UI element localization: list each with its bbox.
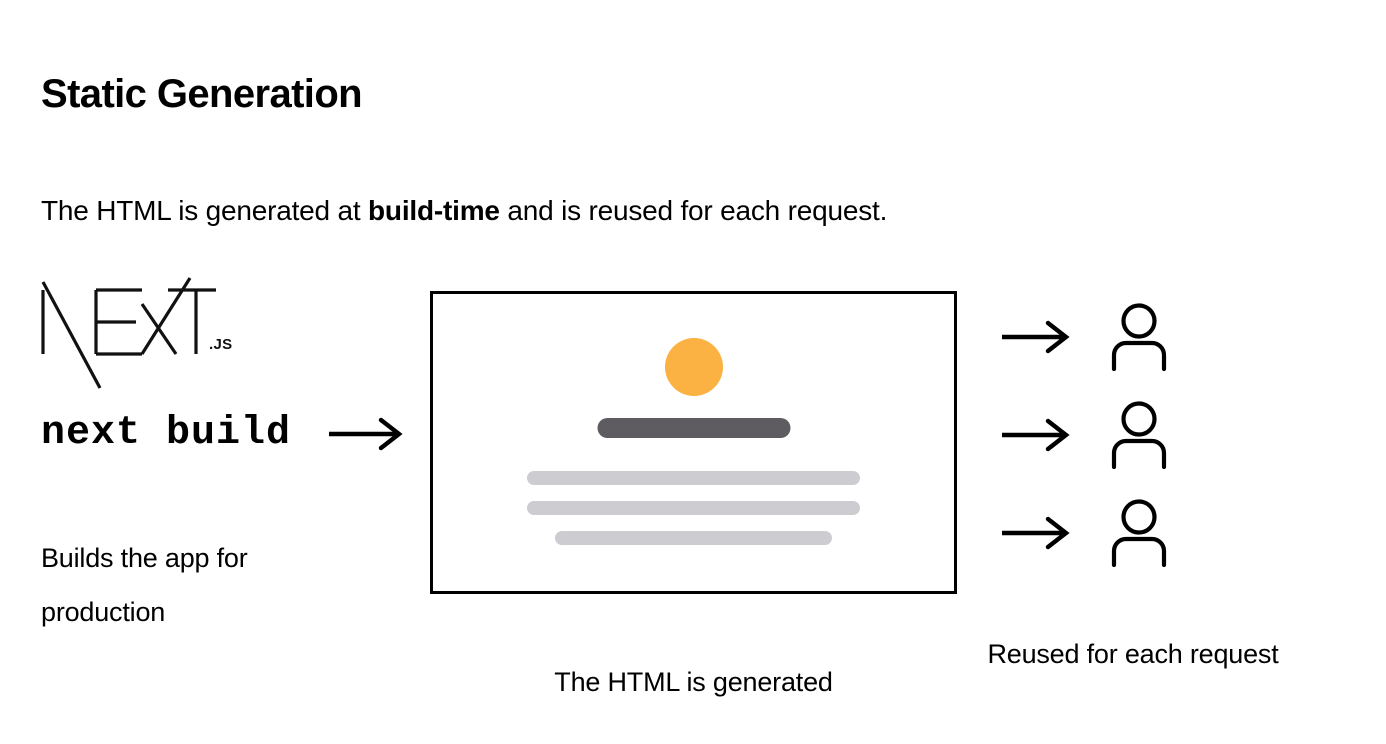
mockup-text-line [526, 501, 861, 515]
client-request-row [1000, 299, 1170, 375]
mockup-avatar-circle [664, 338, 723, 396]
subtitle-text-before: The HTML is generated at [41, 195, 369, 226]
client-request-row [1000, 397, 1170, 473]
arrow-right-icon [1002, 320, 1070, 354]
client-requests-group [1000, 299, 1180, 571]
page-title: Static Generation [41, 71, 363, 116]
nextjs-logo: .JS [38, 276, 248, 391]
build-description: Builds the app for production [41, 543, 248, 627]
build-command-row: next build [41, 404, 405, 464]
arrow-right-icon [329, 417, 403, 451]
nextjs-logo-suffix: .JS [209, 336, 233, 353]
nextjs-wordmark-icon [41, 277, 216, 389]
subtitle-text-after: and is reused for each request. [499, 195, 888, 226]
mockup-text-line [555, 531, 832, 545]
mockup-text-lines [433, 471, 954, 545]
arrow-right-icon [1002, 418, 1070, 452]
subtitle-emphasis: build-time [368, 195, 500, 226]
mockup-headline-bar [597, 418, 790, 438]
client-request-row [1000, 495, 1170, 571]
mockup-text-line [526, 471, 861, 485]
user-icon [1111, 303, 1167, 371]
generated-page-mockup [430, 291, 957, 594]
page-subtitle: The HTML is generated at build-time and … [41, 194, 887, 228]
arrow-right-icon [1002, 516, 1070, 550]
build-command-text: next build [41, 411, 292, 456]
mockup-caption: The HTML is generated [554, 667, 833, 697]
user-icon [1111, 401, 1167, 469]
user-icon [1111, 499, 1167, 567]
clients-caption: Reused for each request [987, 639, 1279, 669]
